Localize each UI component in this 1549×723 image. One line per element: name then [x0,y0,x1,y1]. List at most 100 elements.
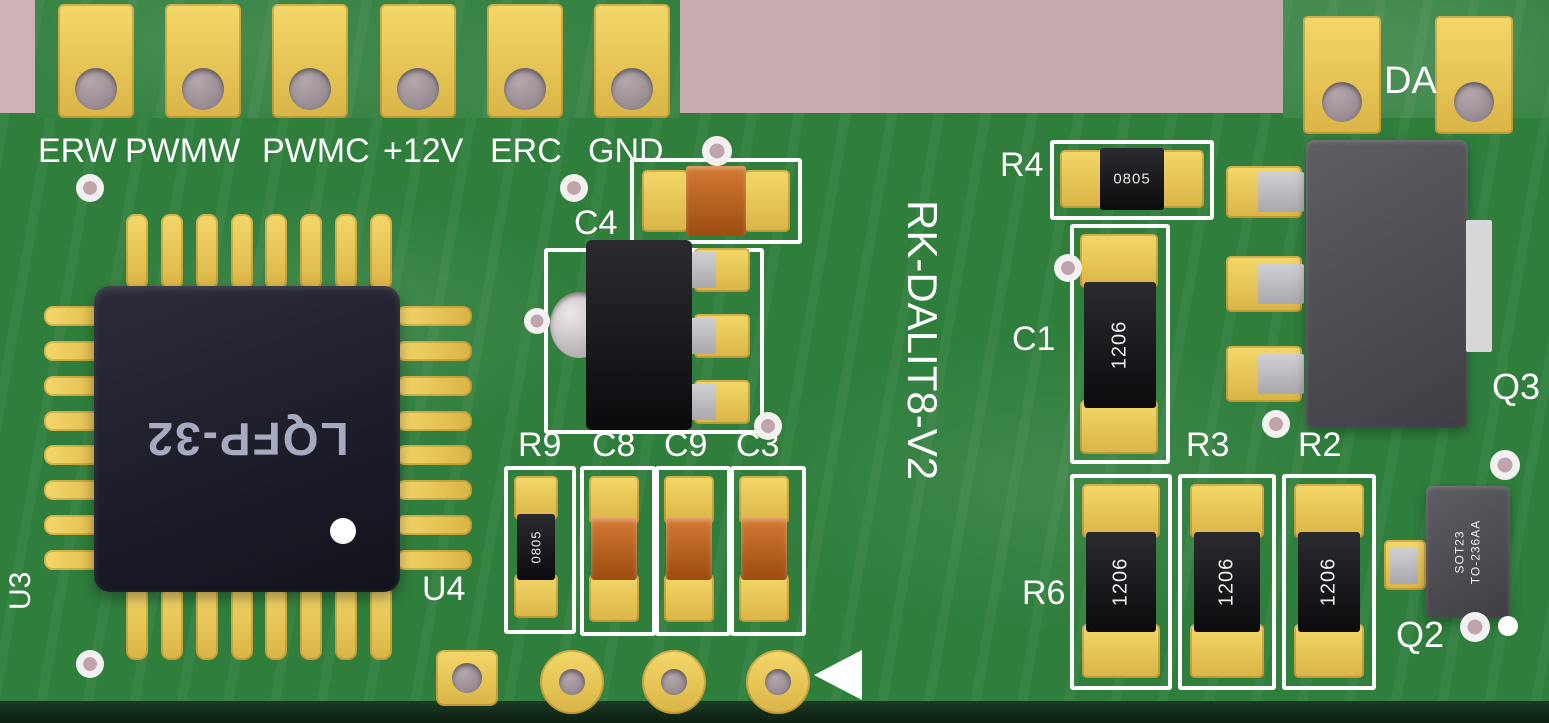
r6-silkscreen-outline [1070,474,1172,690]
white-marker-dot [1498,616,1518,636]
label-erw: ERW [38,132,117,170]
label-da: DA [1384,60,1437,102]
label-r3: R3 [1186,426,1230,464]
arrow-marker [814,650,862,700]
ic-pad [300,586,323,660]
c1-package-text: 1206 [1108,320,1131,370]
pad-hole [610,68,653,110]
pad-hole [661,669,687,695]
label-c8: C8 [592,426,636,464]
da-pad-left [1303,16,1381,134]
ic-pad [396,410,472,431]
r6-package-text: 1206 [1109,557,1132,607]
r9-silkscreen-outline [504,466,576,634]
c3-silkscreen-outline [730,466,806,636]
via [702,136,732,166]
ic-pad [396,515,472,536]
c9-pad-bottom [664,574,714,622]
label-pwmw: PWMW [125,132,241,170]
r4-pad-left [1060,150,1106,208]
r4-pad-right [1158,150,1204,208]
q3-lead-1 [1258,172,1304,212]
r6-pad-bottom [1082,624,1160,678]
board-tab-left [35,0,680,118]
r3-pad-top [1190,484,1264,538]
ic-pad [396,306,472,326]
label-r4: R4 [1000,146,1044,184]
da-pad-right [1435,16,1513,134]
lqfp-pads-right [396,306,472,570]
c8-pad-bottom [589,574,639,622]
q3-transistor-body [1306,140,1468,428]
c8-ceramic-body [591,518,637,580]
ic-pad [265,586,288,660]
ic-pad [335,586,358,660]
via [560,174,588,202]
round-pad-2 [642,650,706,714]
via [1262,410,1290,438]
label-c4: C4 [574,204,618,242]
connector-pad-gnd [593,4,670,118]
ic-pad [396,445,472,466]
r3-pad-bottom [1190,624,1264,678]
connector-left-pads [58,4,670,118]
c1-capacitor-body: 1206 [1084,282,1156,408]
q2-transistor-body: SOT23 TO-236AA [1426,486,1510,618]
ic-pad [369,214,392,290]
c4-pad-left [642,170,688,232]
via [76,650,104,678]
ic-pad [396,375,472,396]
ic-pad [195,586,218,660]
round-pad-3 [746,650,810,714]
pad-hole [182,68,225,110]
label-c9: C9 [664,426,708,464]
pad-hole [1322,82,1362,122]
ic-pad [230,586,253,660]
connector-pad-12v [379,4,456,118]
q3-lead-2 [1258,264,1304,304]
pad-hole [503,68,546,110]
ic-pad [396,549,472,570]
connector-pad-erw [58,4,134,118]
via [754,412,782,440]
q3-lead-3 [1258,354,1304,394]
r2-package-text: 1206 [1317,557,1340,607]
via [76,174,104,202]
board-title: RK-DALIT8-V2 [899,200,946,481]
r2-silkscreen-outline [1282,474,1376,690]
r6-pad-top [1082,484,1160,538]
ic-pad [195,214,218,290]
connector-pad-erc [486,4,563,118]
r3-silkscreen-outline [1178,474,1276,690]
c8-silkscreen-outline [580,466,656,636]
ic-pad [300,214,323,290]
r3-resistor-body: 1206 [1194,532,1260,632]
r2-pad-bottom [1294,624,1364,678]
ic-pad [160,586,183,660]
q2-package-line2: TO-236AA [1468,519,1482,585]
c3-pad-top [739,476,789,524]
c4-pad-right [744,170,790,232]
via [1460,612,1490,642]
ic-pad [160,214,183,290]
via [1490,450,1520,480]
pad-hole [1454,82,1494,122]
pad-hole [765,669,791,695]
label-pwmc: PWMC [262,132,370,170]
c1-pad-bottom [1080,400,1158,454]
q3-tab [1466,220,1492,352]
c1-silkscreen-outline [1070,224,1170,464]
label-gnd: GND [588,132,664,170]
c9-pad-top [664,476,714,524]
r9-pad-top [514,476,558,520]
q2-package-line1: SOT23 [1452,530,1467,574]
pad-hole [289,68,332,110]
pad-hole [75,68,117,110]
label-c1: C1 [1012,320,1056,358]
r4-resistor-body: 0805 [1100,148,1164,210]
ic-pad [265,214,288,290]
q2-lead [1390,548,1418,584]
pad-hole [452,663,482,693]
c4-ceramic-body [686,166,746,236]
r6-resistor-body: 1206 [1086,532,1156,632]
